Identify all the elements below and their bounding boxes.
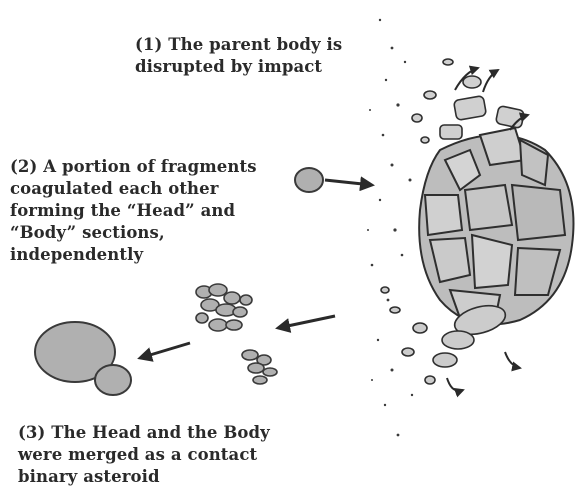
fragment-cluster (196, 284, 277, 384)
arrow-to-cluster (278, 316, 335, 328)
parent-body (419, 128, 573, 325)
step1-line: (1) The parent body is (135, 34, 342, 56)
arrow-to-body (325, 180, 372, 185)
step3-line: were merged as a contact (18, 444, 270, 466)
arrow-to-binary (140, 343, 190, 358)
step3-line: binary asteroid (18, 466, 270, 488)
contact-binary-asteroid (35, 322, 131, 395)
step2-line: coagulated each other (10, 178, 257, 200)
step3-line: (3) The Head and the Body (18, 422, 270, 444)
step2-line: “Body” sections, (10, 222, 257, 244)
step1-line: disrupted by impact (135, 56, 342, 78)
single-fragment (295, 168, 323, 192)
step2-line: forming the “Head” and (10, 200, 257, 222)
step2-line: (2) A portion of fragments (10, 156, 257, 178)
step1-label: (1) The parent body is disrupted by impa… (135, 34, 342, 78)
debris-dust (367, 19, 413, 437)
step2-line: independently (10, 244, 257, 266)
step3-label: (3) The Head and the Body were merged as… (18, 422, 270, 488)
step2-label: (2) A portion of fragments coagulated ea… (10, 156, 257, 266)
